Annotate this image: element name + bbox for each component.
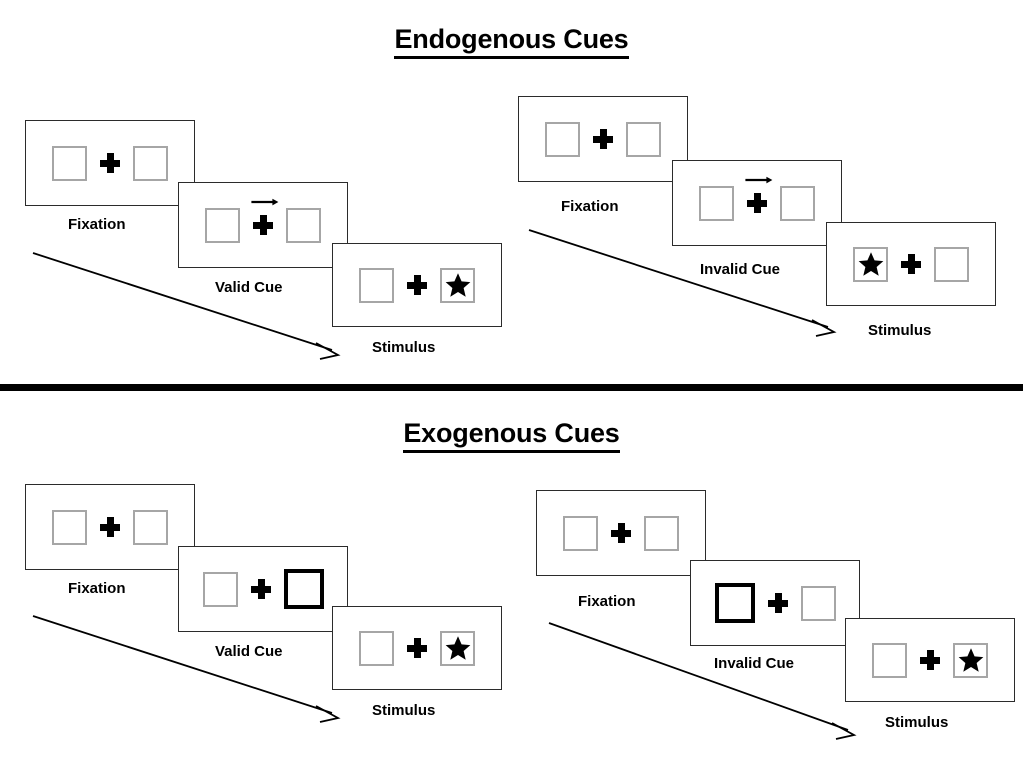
panel-row (699, 176, 815, 221)
panel-row (545, 121, 661, 157)
panel-exogenous-invalid-fixation (536, 490, 706, 576)
caption-endogenous-invalid-stimulus: Stimulus (868, 322, 932, 339)
panel-endogenous-invalid-stimulus (826, 222, 996, 306)
star-icon (958, 648, 983, 672)
left-placeholder-box (52, 509, 87, 545)
panel-row (563, 515, 679, 551)
cue-arrow-right-icon (251, 198, 279, 206)
fixation-cross-wrap (407, 275, 427, 295)
fixation-cross-wrap (920, 650, 940, 670)
panel-endogenous-valid-fixation (25, 120, 195, 206)
fixation-cross-icon (901, 254, 921, 274)
left-placeholder-box (853, 246, 888, 282)
fixation-cross-icon (747, 193, 767, 213)
caption-exogenous-invalid-cue: Invalid Cue (714, 655, 795, 672)
caption-endogenous-invalid-fixation: Fixation (561, 198, 619, 215)
right-cued-box (283, 569, 324, 609)
fixation-cross-icon (593, 129, 613, 149)
panel-exogenous-valid-cue (178, 546, 348, 632)
left-placeholder-box (202, 571, 238, 607)
right-placeholder-box (780, 185, 815, 221)
fixation-cross-wrap (251, 198, 279, 235)
fixation-cross-icon (767, 593, 788, 613)
panel-endogenous-valid-cue (178, 182, 348, 268)
panel-row (872, 642, 988, 678)
caption-exogenous-valid-cue: Valid Cue (215, 643, 283, 660)
fixation-cross-icon (920, 650, 940, 670)
fixation-cross-icon (100, 153, 120, 173)
panel-endogenous-invalid-cue (672, 160, 842, 246)
panel-exogenous-invalid-cue (690, 560, 860, 646)
right-placeholder-box (440, 267, 475, 303)
section-title-exogenous: Exogenous Cues (0, 418, 1023, 453)
star-icon (445, 273, 470, 297)
panel-row (853, 246, 969, 282)
section-title-exogenous-text: Exogenous Cues (403, 418, 620, 453)
fixation-cross-wrap (407, 638, 427, 658)
left-placeholder-box (872, 642, 907, 678)
caption-endogenous-valid-fixation: Fixation (68, 216, 126, 233)
fixation-cross-wrap (100, 153, 120, 173)
fixation-cross-wrap (100, 517, 120, 537)
panel-exogenous-valid-stimulus (332, 606, 502, 690)
right-placeholder-box (286, 207, 321, 243)
caption-exogenous-invalid-fixation: Fixation (578, 593, 636, 610)
star-icon (858, 252, 883, 276)
fixation-cross-wrap (250, 579, 271, 599)
caption-endogenous-invalid-cue: Invalid Cue (700, 261, 781, 278)
fixation-cross-wrap (901, 254, 921, 274)
fixation-cross-icon (407, 275, 427, 295)
right-placeholder-box (626, 121, 661, 157)
left-cued-box (714, 583, 755, 623)
fixation-cross-wrap (611, 523, 631, 543)
caption-exogenous-valid-stimulus: Stimulus (372, 702, 436, 719)
panel-row (202, 569, 324, 609)
panel-row (52, 509, 168, 545)
fixation-cross-icon (611, 523, 631, 543)
left-placeholder-box (545, 121, 580, 157)
panel-endogenous-invalid-fixation (518, 96, 688, 182)
left-placeholder-box (563, 515, 598, 551)
left-placeholder-box (359, 267, 394, 303)
panel-row (714, 583, 836, 623)
panel-exogenous-valid-fixation (25, 484, 195, 570)
fixation-cross-icon (253, 215, 273, 235)
fixation-cross-icon (407, 638, 427, 658)
right-placeholder-box (953, 642, 988, 678)
right-placeholder-box (440, 630, 475, 666)
panel-row (52, 145, 168, 181)
left-placeholder-box (205, 207, 240, 243)
caption-endogenous-valid-cue: Valid Cue (215, 279, 283, 296)
fixation-cross-icon (250, 579, 271, 599)
left-placeholder-box (359, 630, 394, 666)
right-placeholder-box (133, 145, 168, 181)
fixation-cross-wrap (745, 176, 773, 213)
right-placeholder-box (934, 246, 969, 282)
left-placeholder-box (52, 145, 87, 181)
right-placeholder-box (133, 509, 168, 545)
fixation-cross-wrap (767, 593, 788, 613)
fixation-cross-wrap (593, 129, 613, 149)
cue-arrow-right-icon (745, 176, 773, 184)
panel-exogenous-invalid-stimulus (845, 618, 1015, 702)
fixation-cross-icon (100, 517, 120, 537)
right-placeholder-box (800, 585, 836, 621)
panel-row (205, 198, 321, 243)
star-icon (445, 636, 470, 660)
panel-row (359, 630, 475, 666)
left-placeholder-box (699, 185, 734, 221)
section-divider (0, 384, 1023, 391)
right-placeholder-box (644, 515, 679, 551)
caption-exogenous-invalid-stimulus: Stimulus (885, 714, 949, 731)
panel-row (359, 267, 475, 303)
caption-endogenous-valid-stimulus: Stimulus (372, 339, 436, 356)
panel-endogenous-valid-stimulus (332, 243, 502, 327)
caption-exogenous-valid-fixation: Fixation (68, 580, 126, 597)
section-title-endogenous-text: Endogenous Cues (394, 24, 629, 59)
section-title-endogenous: Endogenous Cues (0, 24, 1023, 59)
